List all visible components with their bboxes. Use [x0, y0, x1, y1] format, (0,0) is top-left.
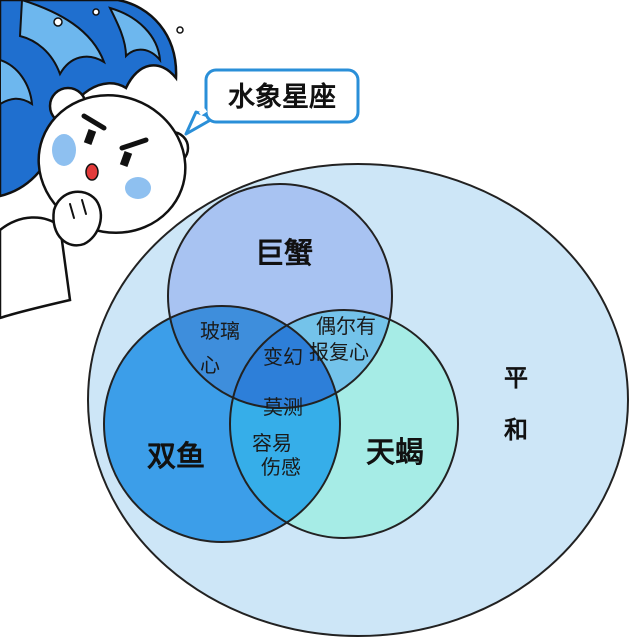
label-cancer: 巨蟹 [255, 236, 313, 270]
label-outer-line1: 平 [504, 364, 528, 392]
label-center-line2: 莫测 [263, 395, 303, 419]
pisces-outline [103, 305, 341, 543]
bear-eyebrow-left [81, 113, 107, 131]
bear-mascot [0, 86, 190, 320]
label-center-line1: 变幻 [263, 345, 303, 369]
bear-body [0, 216, 72, 320]
bubble-title: 水象星座 [228, 81, 336, 113]
overlap-center [230, 310, 340, 408]
bear-blush-left [52, 134, 76, 166]
label-outer-line2: 和 [504, 416, 528, 444]
bear-eyebrow-right [119, 137, 149, 151]
label-scorpio: 天蝎 [366, 435, 424, 469]
label-top-right-line1: 偶尔有 [316, 314, 376, 338]
label-pisces: 双鱼 [147, 439, 205, 473]
scorpio-outline [229, 309, 459, 539]
bear-paw [52, 190, 103, 247]
label-bottom-line1: 容易 [252, 431, 292, 455]
label-top-right-line2: 报复心 [309, 340, 369, 364]
label-bottom-line2: 伤感 [261, 455, 301, 479]
bear-eye-left [83, 129, 97, 145]
label-top-left-line2: 心 [200, 353, 220, 377]
bear-eye-right [119, 151, 133, 167]
bear-blush-right [125, 177, 151, 199]
speech-bubble: 水象星座 [184, 68, 360, 136]
cancer-outline [167, 183, 393, 409]
bear-nose [85, 163, 99, 181]
label-top-left-line1: 玻璃 [200, 319, 240, 343]
